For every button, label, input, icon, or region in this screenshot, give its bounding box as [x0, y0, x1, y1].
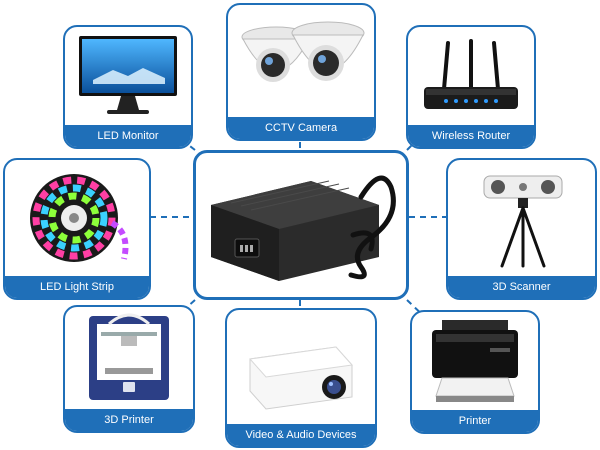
- label-led-monitor: LED Monitor: [65, 125, 191, 147]
- printer-3d-icon: [65, 307, 193, 409]
- router-icon: [408, 27, 534, 125]
- label-3d-scanner: 3D Scanner: [448, 276, 595, 298]
- power-adapter-icon: [201, 157, 401, 294]
- led-strip-icon: [5, 160, 149, 276]
- card-cctv-camera: CCTV Camera: [226, 3, 376, 141]
- monitor-icon: [65, 27, 191, 125]
- center-card-power-adapter: [193, 150, 409, 300]
- label-printer: Printer: [412, 410, 538, 432]
- label-led-light-strip: LED Light Strip: [5, 276, 149, 298]
- card-3d-scanner: 3D Scanner: [446, 158, 597, 300]
- label-cctv-camera: CCTV Camera: [228, 117, 374, 139]
- printer-icon: [412, 312, 538, 410]
- card-video-audio-devices: Video & Audio Devices: [225, 308, 377, 448]
- label-3d-printer: 3D Printer: [65, 409, 193, 431]
- card-led-monitor: LED Monitor: [63, 25, 193, 149]
- cctv-camera-icon: [228, 5, 374, 117]
- card-3d-printer: 3D Printer: [63, 305, 195, 433]
- scanner-3d-icon: [448, 160, 595, 276]
- card-printer: Printer: [410, 310, 540, 434]
- projector-icon: [227, 310, 375, 424]
- label-wireless-router: Wireless Router: [408, 125, 534, 147]
- label-video-audio-devices: Video & Audio Devices: [227, 424, 375, 446]
- card-led-light-strip: LED Light Strip: [3, 158, 151, 300]
- card-wireless-router: Wireless Router: [406, 25, 536, 149]
